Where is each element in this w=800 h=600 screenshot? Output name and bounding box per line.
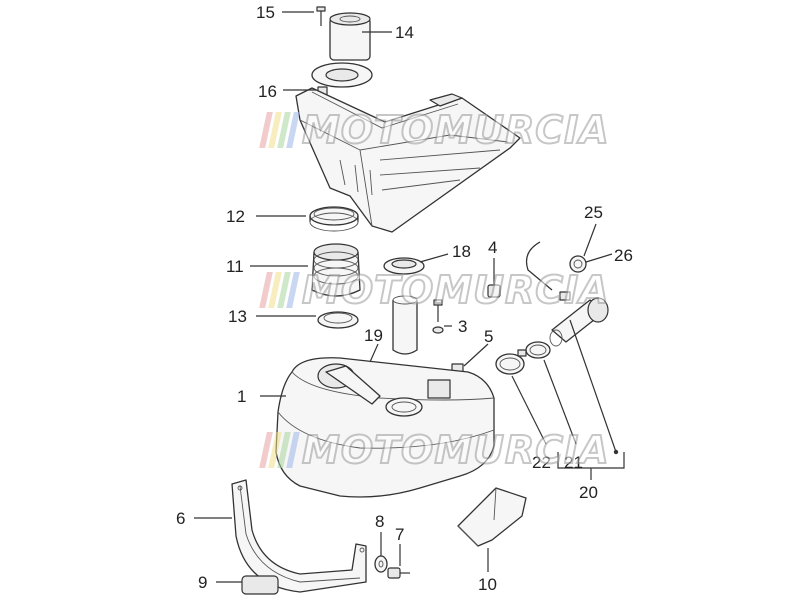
label-25: 25 (584, 203, 603, 222)
label-6: 6 (176, 509, 185, 528)
part-14-filter-cartridge[interactable] (329, 12, 371, 61)
label-9: 9 (198, 573, 207, 592)
label-19: 19 (364, 326, 383, 345)
label-26: 26 (614, 246, 633, 265)
part-8-washer[interactable] (374, 555, 388, 573)
part-3-bolt[interactable] (432, 299, 444, 334)
part-2-hose-clamp[interactable] (495, 349, 527, 375)
label-11: 11 (226, 257, 244, 276)
label-13: 13 (228, 307, 247, 326)
part-21-o-ring[interactable] (525, 341, 551, 359)
part-11-rubber-sleeve[interactable] (311, 243, 361, 297)
label-5: 5 (484, 327, 493, 346)
part-20-filler-neck[interactable] (549, 297, 609, 347)
label-7: 7 (395, 525, 404, 544)
label-3: 3 (458, 317, 467, 336)
label-18: 18 (452, 242, 471, 261)
label-4: 4 (488, 238, 497, 257)
part-12-clamp-ring[interactable] (309, 206, 359, 232)
label-15: 15 (256, 3, 275, 22)
label-14: 14 (395, 23, 414, 42)
label-16: 16 (258, 82, 277, 101)
part-gasket-plate[interactable] (311, 62, 373, 88)
leader-dot (613, 449, 619, 455)
part-15-screw[interactable] (316, 6, 326, 26)
part-1-fuel-tank[interactable] (275, 357, 495, 498)
label-10: 10 (478, 575, 497, 594)
part-18-fuel-sender[interactable] (383, 257, 425, 355)
label-12: 12 (226, 207, 245, 226)
label-1: 1 (237, 387, 246, 406)
part-4-clip[interactable] (487, 284, 501, 298)
label-20: 20 (579, 483, 598, 502)
part-9-rubber-pad[interactable] (241, 575, 279, 595)
part-air-box-tray[interactable] (295, 87, 521, 233)
label-21: 21 (564, 453, 583, 472)
part-10-bracket-plate[interactable] (457, 487, 527, 547)
part-labels: 15 14 16 12 11 13 1 18 4 3 19 5 25 26 22… (176, 3, 633, 594)
label-22: 22 (532, 453, 551, 472)
part-fuel-hose[interactable] (525, 241, 571, 301)
part-13-lower-clamp[interactable] (317, 311, 359, 329)
part-25-26-hose-clip[interactable] (569, 255, 587, 273)
part-7-bolt[interactable] (387, 567, 410, 579)
part-6-tank-bracket[interactable] (231, 479, 367, 593)
label-8: 8 (375, 512, 384, 531)
leader-lines (194, 11, 625, 583)
